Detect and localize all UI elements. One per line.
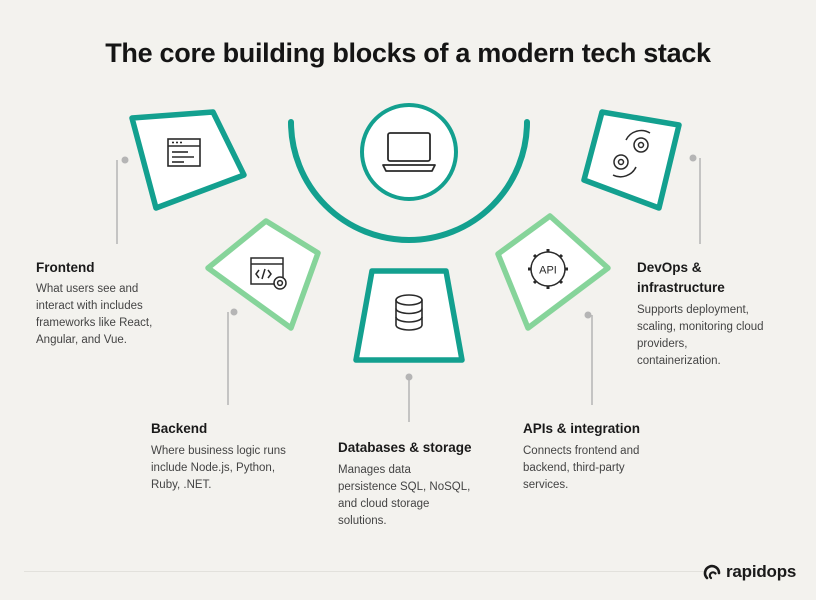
gears-cycle-icon	[612, 129, 651, 178]
apis-tile: API	[495, 213, 611, 331]
backend-title: Backend	[151, 421, 208, 436]
connector-lines	[116, 158, 701, 422]
backend-description: Where business logic runs include Node.j…	[151, 445, 286, 491]
apis-title: APIs & integration	[523, 421, 641, 436]
logo-text: rapidops	[726, 562, 797, 581]
center-node	[360, 103, 458, 201]
frontend-tile	[129, 109, 247, 211]
devops-description: Supports deployment, scaling, monitoring…	[637, 304, 764, 367]
frontend-title: Frontend	[36, 260, 95, 275]
code-gear-icon	[250, 257, 287, 290]
page-title: The core building blocks of a modern tec…	[105, 38, 711, 68]
api-gear-icon: API	[528, 249, 568, 289]
rapidops-logo: rapidops	[703, 559, 796, 585]
connector-dots	[121, 154, 697, 381]
apis-description: Connects frontend and backend, third-par…	[523, 445, 640, 491]
laptop-icon	[382, 132, 436, 172]
databases-tile	[353, 268, 465, 363]
frontend-description: What users see and interact with include…	[36, 283, 153, 346]
center-arc	[288, 119, 530, 243]
rapidops-logo-icon	[703, 564, 721, 580]
devops-title: DevOps & infrastructure	[637, 260, 725, 295]
svg-text:API: API	[539, 265, 557, 277]
databases-title: Databases & storage	[338, 440, 472, 455]
databases-description: Manages data persistence SQL, NoSQL, and…	[338, 464, 471, 527]
backend-tile	[205, 218, 321, 331]
database-icon	[395, 294, 423, 331]
devops-tile	[581, 109, 682, 211]
footer-divider	[24, 571, 704, 572]
browser-window-icon	[167, 138, 201, 167]
